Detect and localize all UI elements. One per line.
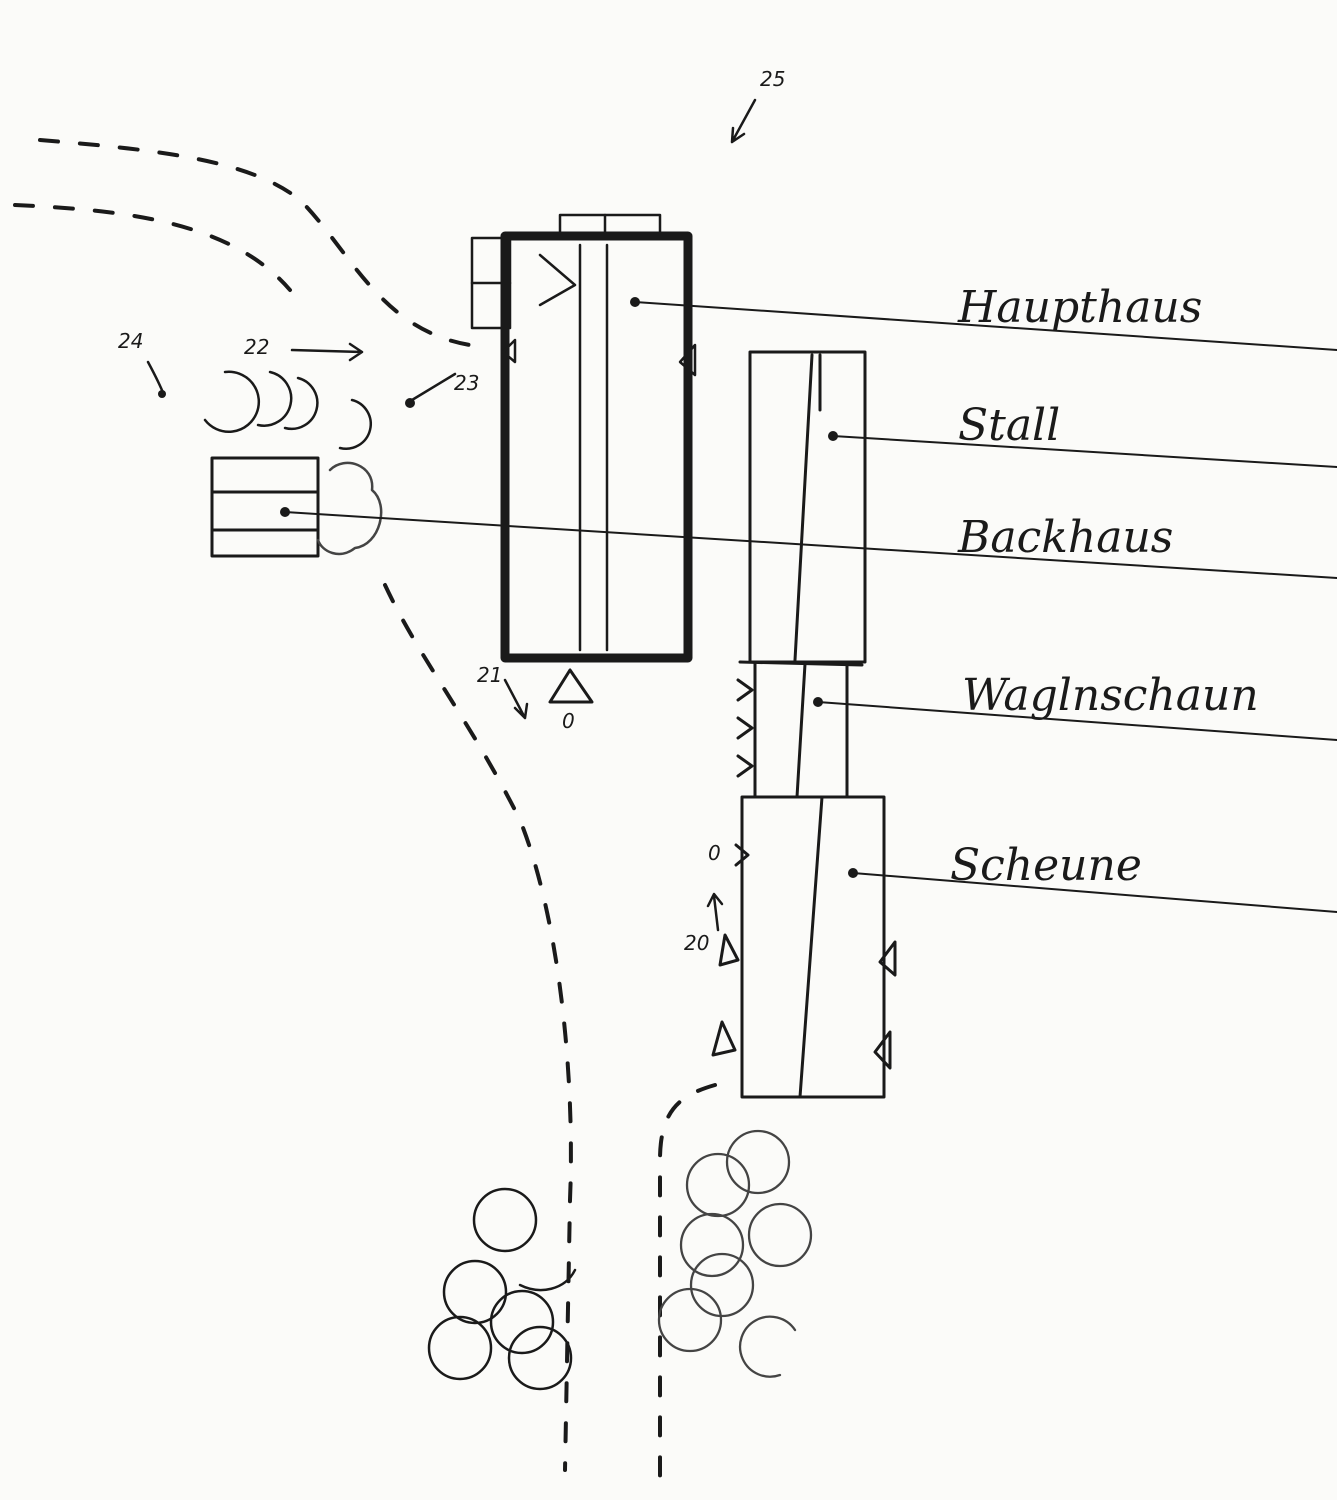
wagenschau-building	[736, 660, 864, 799]
scheune-door-right-1	[878, 940, 897, 977]
wagenschau-top-line	[738, 660, 864, 667]
label-scheune-o: 0	[708, 841, 721, 865]
label-23: 23	[454, 371, 479, 395]
label-24: 24	[118, 329, 143, 353]
tree	[442, 1259, 508, 1325]
leader-stall	[832, 435, 1337, 468]
entrance-triangle	[548, 668, 594, 704]
tree	[507, 1325, 573, 1391]
trees-bottom-left	[427, 1187, 577, 1391]
scheune-door-left-2	[711, 1020, 737, 1057]
scheune-entry-arrow	[734, 843, 750, 867]
tree-arc-4	[338, 398, 372, 450]
backhaus-outline	[210, 456, 320, 558]
wagenschau-ridge	[795, 662, 807, 799]
tree	[427, 1315, 493, 1381]
wagenschau-entry-arrow-1	[736, 678, 754, 702]
dashed-paths	[13, 138, 717, 1492]
numbered-markers	[146, 98, 757, 932]
haupthaus-entrance-arrow	[538, 253, 577, 307]
upper-dashed-path	[38, 138, 472, 347]
leader-lines	[284, 301, 1337, 913]
tree	[689, 1252, 755, 1318]
wagenschau-entry-arrow-2	[736, 716, 754, 740]
label-21: 21	[477, 663, 502, 687]
tree	[489, 1289, 555, 1355]
road-right-edge	[658, 1083, 717, 1492]
haupthaus-front-annex	[558, 213, 662, 239]
tree-cloud	[316, 461, 383, 556]
haupthaus-door-right	[678, 343, 697, 377]
arrow-22	[290, 342, 364, 362]
tree	[472, 1187, 538, 1253]
haupthaus-outer-wall	[500, 231, 693, 663]
stall-building	[748, 350, 867, 664]
tree	[679, 1212, 745, 1278]
scheune-ridge	[798, 795, 824, 1099]
label-backhaus: Backhaus	[957, 512, 1173, 563]
label-scheune: Scheune	[950, 840, 1142, 891]
lower-dashed-path	[13, 203, 292, 292]
trees-near-backhaus	[203, 370, 383, 556]
tree-arc-2	[256, 370, 293, 427]
tree	[725, 1129, 791, 1195]
backhaus-building	[210, 456, 320, 558]
leader-scheune	[852, 872, 1337, 913]
haupthaus-door-left	[501, 338, 517, 364]
arrow-25	[730, 98, 757, 144]
scheune-outline	[740, 795, 886, 1099]
stall-outline	[748, 350, 867, 664]
leader-wagenschau	[817, 701, 1337, 741]
leader-haupthaus	[634, 301, 1337, 351]
marker-23-dot	[405, 398, 415, 408]
haupthaus-building	[470, 213, 697, 663]
tree-partial	[518, 1268, 577, 1292]
scheune-building	[711, 795, 897, 1099]
scheune-door-right-2	[873, 1030, 892, 1070]
wagenschau-entry-arrow-3	[736, 754, 754, 778]
label-haupthaus: Haupthaus	[957, 282, 1202, 333]
tree	[685, 1152, 751, 1218]
tree-arc-3	[283, 376, 319, 431]
label-entrance-o: 0	[562, 709, 575, 733]
stall-ridge-1	[793, 353, 814, 662]
scheune-door-left-1	[718, 933, 740, 967]
label-stall: Stall	[958, 400, 1060, 451]
leader-backhaus	[284, 511, 1337, 579]
tree	[747, 1202, 813, 1268]
tree-arc-1	[203, 370, 261, 433]
arrow-21	[503, 678, 529, 720]
label-wagenschau: Waglnschaun	[962, 670, 1259, 721]
road-left-edge	[383, 583, 573, 1472]
label-20: 20	[684, 931, 709, 955]
arrow-20	[706, 892, 724, 932]
marker-24-dot	[158, 390, 166, 398]
label-22: 22	[244, 335, 269, 359]
tree-partial	[738, 1315, 797, 1378]
label-25: 25	[760, 67, 785, 91]
tree	[657, 1287, 723, 1353]
arrow-23	[410, 372, 457, 402]
trees-bottom-right	[657, 1129, 813, 1378]
